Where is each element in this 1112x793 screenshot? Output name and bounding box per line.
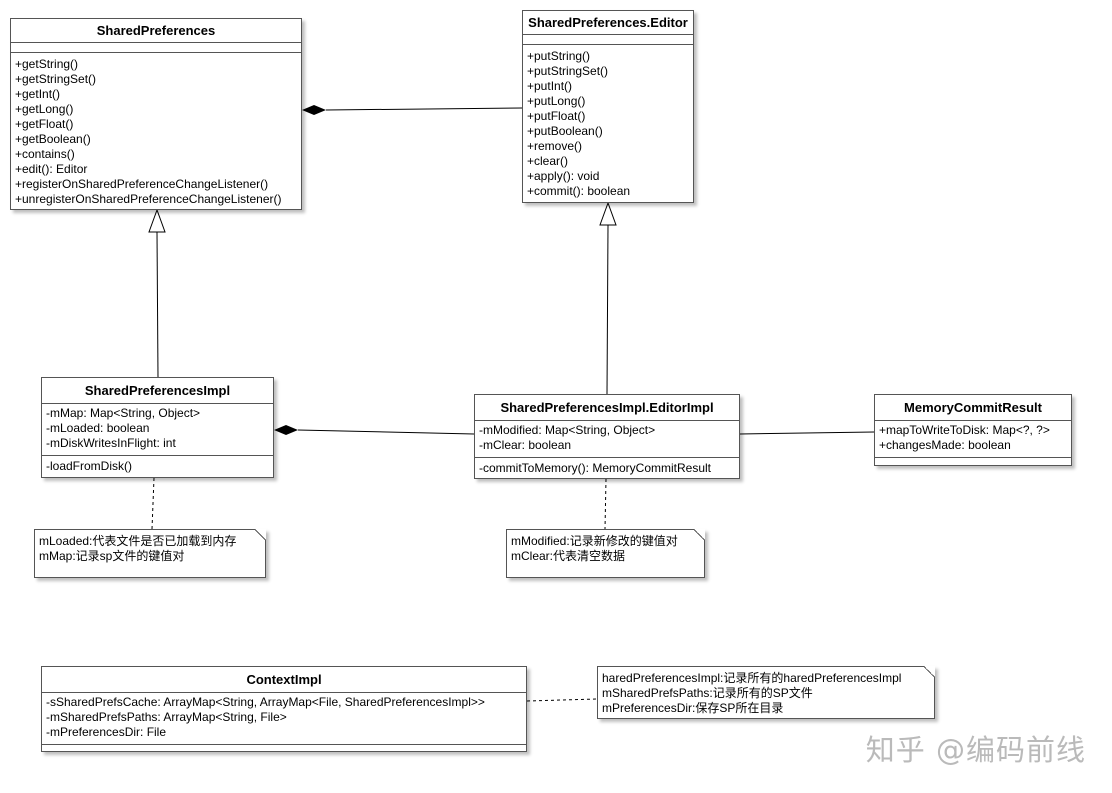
- note-impl[interactable]: mLoaded:代表文件是否已加载到内存 mMap:记录sp文件的键值对: [34, 529, 266, 578]
- note-line: mPreferencesDir:保存SP所在目录: [602, 701, 784, 715]
- methods-section: [42, 745, 526, 753]
- method: +getInt(): [15, 87, 61, 101]
- method: -loadFromDisk(): [46, 459, 133, 473]
- note-fold-corner: [255, 529, 266, 540]
- attributes-section: [523, 35, 693, 45]
- method: +getBoolean(): [15, 132, 91, 146]
- method: +putStringSet(): [527, 64, 609, 78]
- attribute: -sSharedPrefsCache: ArrayMap<String, Arr…: [46, 695, 485, 709]
- methods-section: +getString() +getStringSet() +getInt() +…: [11, 53, 301, 208]
- method: +putBoolean(): [527, 124, 603, 138]
- attribute: -mSharedPrefsPaths: ArrayMap<String, Fil…: [46, 710, 287, 724]
- method: +getString(): [15, 57, 79, 71]
- attribute: -mLoaded: boolean: [46, 421, 150, 435]
- class-shared-preferences[interactable]: SharedPreferences +getString() +getStrin…: [10, 18, 302, 210]
- attribute: -mPreferencesDir: File: [46, 725, 167, 739]
- attribute: +changesMade: boolean: [879, 438, 1011, 452]
- note-link-editorimpl: [604, 478, 607, 530]
- class-memory-commit-result[interactable]: MemoryCommitResult +mapToWriteToDisk: Ma…: [874, 394, 1072, 466]
- methods-section: -commitToMemory(): MemoryCommitResult: [475, 458, 739, 477]
- composition-diamond-sp: [302, 105, 326, 115]
- note-line: haredPreferencesImpl:记录所有的haredPreferenc…: [602, 671, 902, 685]
- class-shared-preferences-impl[interactable]: SharedPreferencesImpl -mMap: Map<String,…: [41, 377, 274, 478]
- method: +putFloat(): [527, 109, 586, 123]
- note-line: mMap:记录sp文件的键值对: [39, 549, 185, 563]
- methods-section: [875, 458, 1071, 466]
- method: +putInt(): [527, 79, 573, 93]
- note-context-impl[interactable]: haredPreferencesImpl:记录所有的haredPreferenc…: [597, 666, 935, 719]
- class-name: ContextImpl: [42, 667, 526, 693]
- class-shared-preferences-editor[interactable]: SharedPreferences.Editor +putString() +p…: [522, 10, 694, 203]
- attributes-section: -mModified: Map<String, Object> -mClear:…: [475, 421, 739, 458]
- method: +unregisterOnSharedPreferenceChangeListe…: [15, 192, 282, 206]
- association-line-editorimpl-mcr: [739, 431, 875, 435]
- attribute: -mClear: boolean: [479, 438, 572, 452]
- method: +registerOnSharedPreferenceChangeListene…: [15, 177, 269, 191]
- note-editor-impl[interactable]: mModified:记录新修改的键值对 mClear:代表清空数据: [506, 529, 705, 578]
- method: +getStringSet(): [15, 72, 97, 86]
- generalization-line-editorimpl: [606, 224, 609, 395]
- attributes-section: +mapToWriteToDisk: Map<?, ?> +changesMad…: [875, 421, 1071, 458]
- method: +commit(): boolean: [527, 184, 631, 198]
- method: +getLong(): [15, 102, 74, 116]
- composition-diamond-impl: [274, 425, 298, 435]
- method: +remove(): [527, 139, 583, 153]
- methods-section: +putString() +putStringSet() +putInt() +…: [523, 45, 693, 200]
- note-link-impl: [151, 477, 155, 530]
- note-fold-corner: [694, 529, 705, 540]
- note-line: mModified:记录新修改的键值对: [511, 534, 678, 548]
- attribute: -mModified: Map<String, Object>: [479, 423, 656, 437]
- class-name: SharedPreferencesImpl: [42, 378, 273, 404]
- generalization-arrow-editor: [599, 201, 617, 226]
- attribute: -mDiskWritesInFlight: int: [46, 436, 176, 450]
- note-line: mLoaded:代表文件是否已加载到内存: [39, 534, 237, 548]
- note-fold-corner: [924, 666, 935, 677]
- method: +putString(): [527, 49, 591, 63]
- watermark: 知乎 @编码前线: [865, 733, 1086, 767]
- generalization-arrow-sp: [148, 208, 166, 233]
- method: +edit(): Editor: [15, 162, 88, 176]
- method: -commitToMemory(): MemoryCommitResult: [479, 461, 712, 475]
- composition-line-sp-editor: [325, 107, 523, 111]
- class-name: SharedPreferencesImpl.EditorImpl: [475, 395, 739, 421]
- method: +contains(): [15, 147, 75, 161]
- class-context-impl[interactable]: ContextImpl -sSharedPrefsCache: ArrayMap…: [41, 666, 527, 752]
- class-name: SharedPreferences.Editor: [523, 11, 693, 35]
- attribute: +mapToWriteToDisk: Map<?, ?>: [879, 423, 1050, 437]
- method: +getFloat(): [15, 117, 74, 131]
- methods-section: -loadFromDisk(): [42, 456, 273, 475]
- composition-line-impl-editorimpl: [297, 429, 475, 435]
- note-link-context: [526, 698, 598, 702]
- note-line: mClear:代表清空数据: [511, 549, 626, 563]
- attributes-section: [11, 43, 301, 53]
- attributes-section: -mMap: Map<String, Object> -mLoaded: boo…: [42, 404, 273, 456]
- attributes-section: -sSharedPrefsCache: ArrayMap<String, Arr…: [42, 693, 526, 745]
- method: +clear(): [527, 154, 569, 168]
- class-name: SharedPreferences: [11, 19, 301, 43]
- class-editor-impl[interactable]: SharedPreferencesImpl.EditorImpl -mModif…: [474, 394, 740, 479]
- method: +apply(): void: [527, 169, 600, 183]
- attribute: -mMap: Map<String, Object>: [46, 406, 201, 420]
- generalization-line-impl: [156, 231, 159, 378]
- method: +putLong(): [527, 94, 586, 108]
- class-name: MemoryCommitResult: [875, 395, 1071, 421]
- note-line: mSharedPrefsPaths:记录所有的SP文件: [602, 686, 813, 700]
